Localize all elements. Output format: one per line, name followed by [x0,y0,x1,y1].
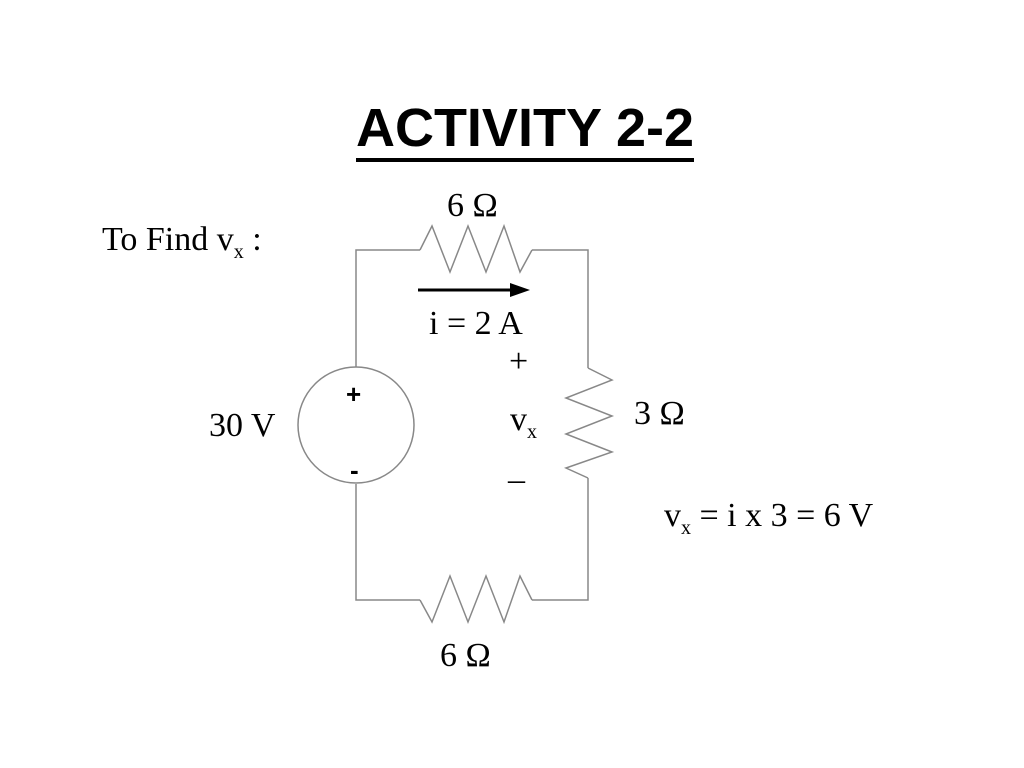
top-resistor-label: 6 Ω [447,187,498,224]
current-label: i = 2 A [429,305,523,342]
right-resistor-label: 3 Ω [634,395,685,432]
resistor-top [419,223,533,275]
page-title-text: ACTIVITY 2-2 [355,98,695,162]
equation-sub: x [681,517,691,539]
vx-label: vx [510,400,537,444]
bottom-resistor-label: 6 Ω [440,637,491,674]
current-arrow [418,283,530,297]
page-title: ACTIVITY 2-2 [0,96,1024,162]
resistor-bottom [419,573,533,625]
wire-right-bottom [532,478,589,601]
source-voltage-label: 30 V [209,407,276,444]
to-find-prefix: To Find v [102,221,234,258]
vx-var: v [510,401,527,438]
equation-rest: = i x 3 = 6 V [691,497,874,534]
to-find-suffix: : [243,221,262,258]
result-equation: vx = i x 3 = 6 V [664,496,873,540]
source-minus-sign: - [350,455,359,485]
source-plus-sign: + [346,379,362,409]
resistor-right [563,367,615,479]
wire-left-top [355,249,420,367]
to-find-label: To Find vx : [102,220,262,264]
equation-var: v [664,497,681,534]
wire-bottom-left [355,484,420,601]
vx-plus-sign: + [509,343,529,380]
wire-top-right [532,249,589,368]
voltage-source [297,366,415,484]
vx-sub: x [527,421,537,443]
to-find-subscript: x [233,241,244,263]
vx-minus-sign: – [508,461,525,498]
